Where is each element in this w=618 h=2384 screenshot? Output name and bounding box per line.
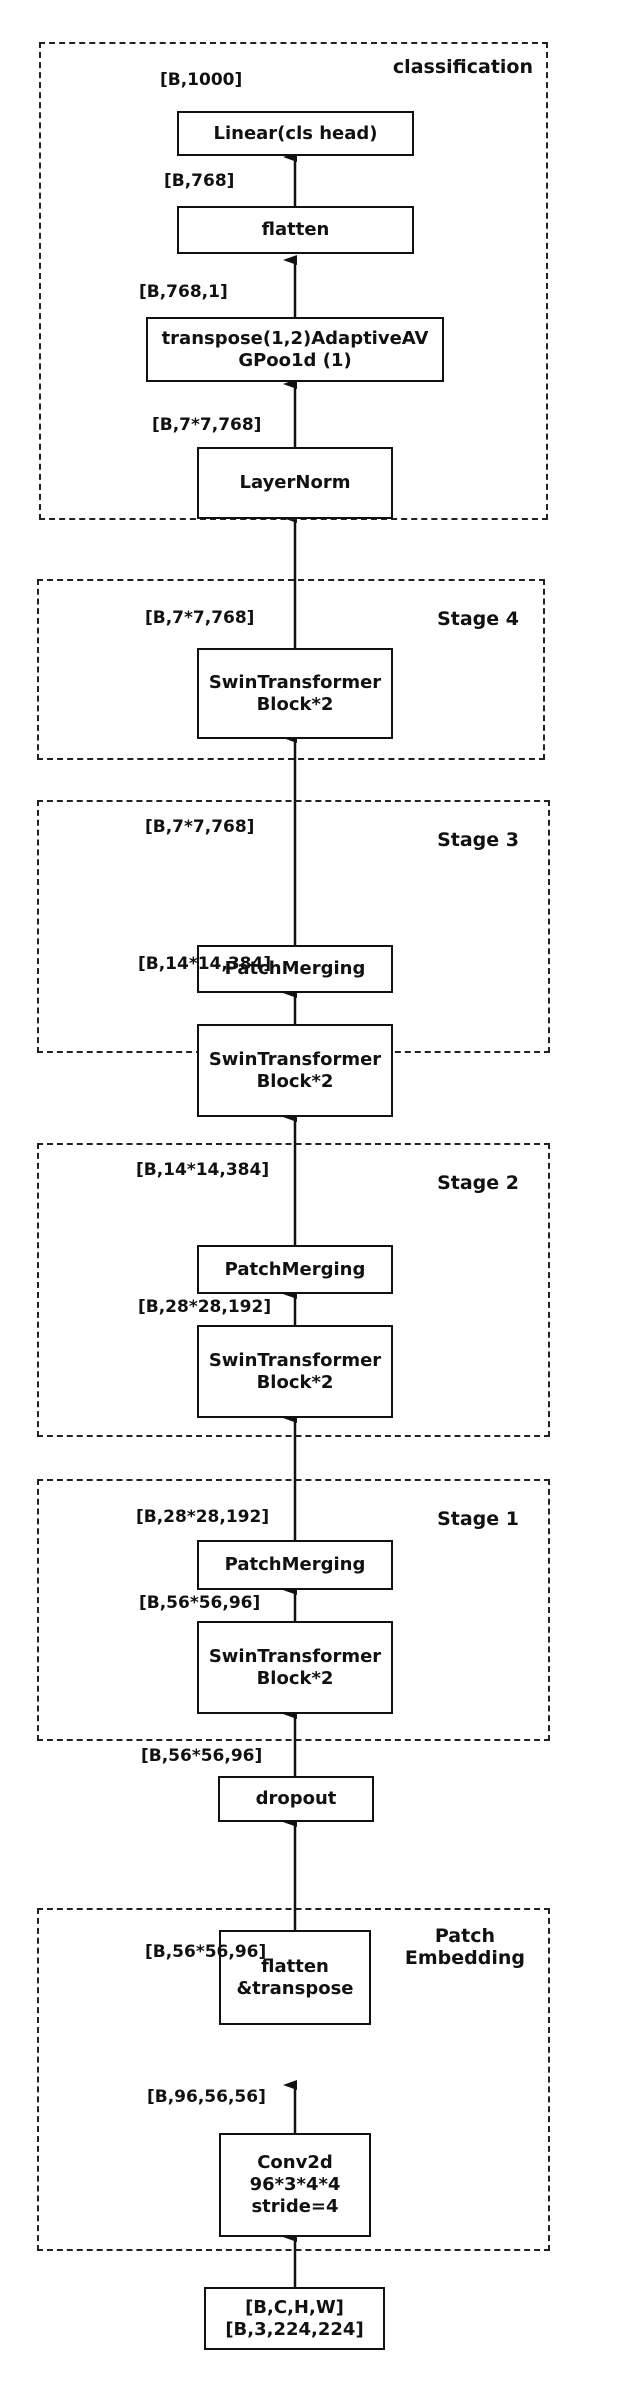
group-stage-2 xyxy=(37,1143,550,1437)
group-title-stage-3: Stage 3 xyxy=(437,829,519,851)
patch-merging-stage2: PatchMerging xyxy=(197,1245,393,1294)
shape-label-layernorm-input: [B,7*7,768] xyxy=(152,415,262,435)
shape-label-stage3-output: [B,7*7,768] xyxy=(145,817,255,837)
shape-label-stage4-output: [B,7*7,768] xyxy=(145,608,255,628)
shape-label-dropout-output: [B,56*56,96] xyxy=(141,1746,263,1766)
linear-cls-head-box: Linear(cls head) xyxy=(177,111,414,156)
shape-label-b-768: [B,768] xyxy=(164,171,235,191)
swin-transformer-block-stage4: SwinTransformer Block*2 xyxy=(197,648,393,739)
swin-transformer-block-stage1: SwinTransformer Block*2 xyxy=(197,1621,393,1714)
patch-merging-stage3: PatchMerging xyxy=(197,945,393,993)
group-title-classification: classification xyxy=(392,56,533,78)
group-stage-4 xyxy=(37,579,545,760)
shape-label-stage1-mid: [B,56*56,96] xyxy=(139,1593,261,1613)
shape-label-stage1-output: [B,28*28,192] xyxy=(136,1507,270,1527)
shape-label-stage2-output: [B,14*14,384] xyxy=(136,1160,270,1180)
patch-merging-stage1: PatchMerging xyxy=(197,1540,393,1590)
shape-label-stage3-mid: [B,14*14,384] xyxy=(138,954,272,974)
dropout-box: dropout xyxy=(218,1776,374,1822)
transpose-pool-box: transpose(1,2)AdaptiveAV GPoo1d (1) xyxy=(146,317,444,382)
group-title-stage-4: Stage 4 xyxy=(437,608,519,630)
shape-label-b-1000: [B,1000] xyxy=(160,70,243,90)
shape-label-b-768-1: [B,768,1] xyxy=(139,282,228,302)
flatten-transpose-box: flatten &transpose xyxy=(219,1930,371,2025)
group-title-patch-embedding: Patch Embedding xyxy=(404,1925,525,1969)
group-patch-embedding xyxy=(37,1908,550,2251)
shape-label-conv2d-output: [B,96,56,56] xyxy=(147,2087,266,2107)
group-classification xyxy=(39,42,548,520)
group-title-stage-1: Stage 1 xyxy=(437,1508,519,1530)
swin-transformer-block-stage3: SwinTransformer Block*2 xyxy=(197,1024,393,1117)
layernorm-box: LayerNorm xyxy=(197,447,393,519)
shape-label-stage2-mid: [B,28*28,192] xyxy=(138,1297,272,1317)
group-stage-1 xyxy=(37,1479,550,1741)
group-title-stage-2: Stage 2 xyxy=(437,1172,519,1194)
input-box: [B,C,H,W] [B,3,224,224] xyxy=(204,2287,385,2350)
conv2d-box: Conv2d 96*3*4*4 stride=4 xyxy=(219,2133,371,2237)
swin-transformer-block-stage2: SwinTransformer Block*2 xyxy=(197,1325,393,1418)
shape-label-patch-embedding-output: [B,56*56,96] xyxy=(145,1942,267,1962)
flatten-box: flatten xyxy=(177,206,414,254)
